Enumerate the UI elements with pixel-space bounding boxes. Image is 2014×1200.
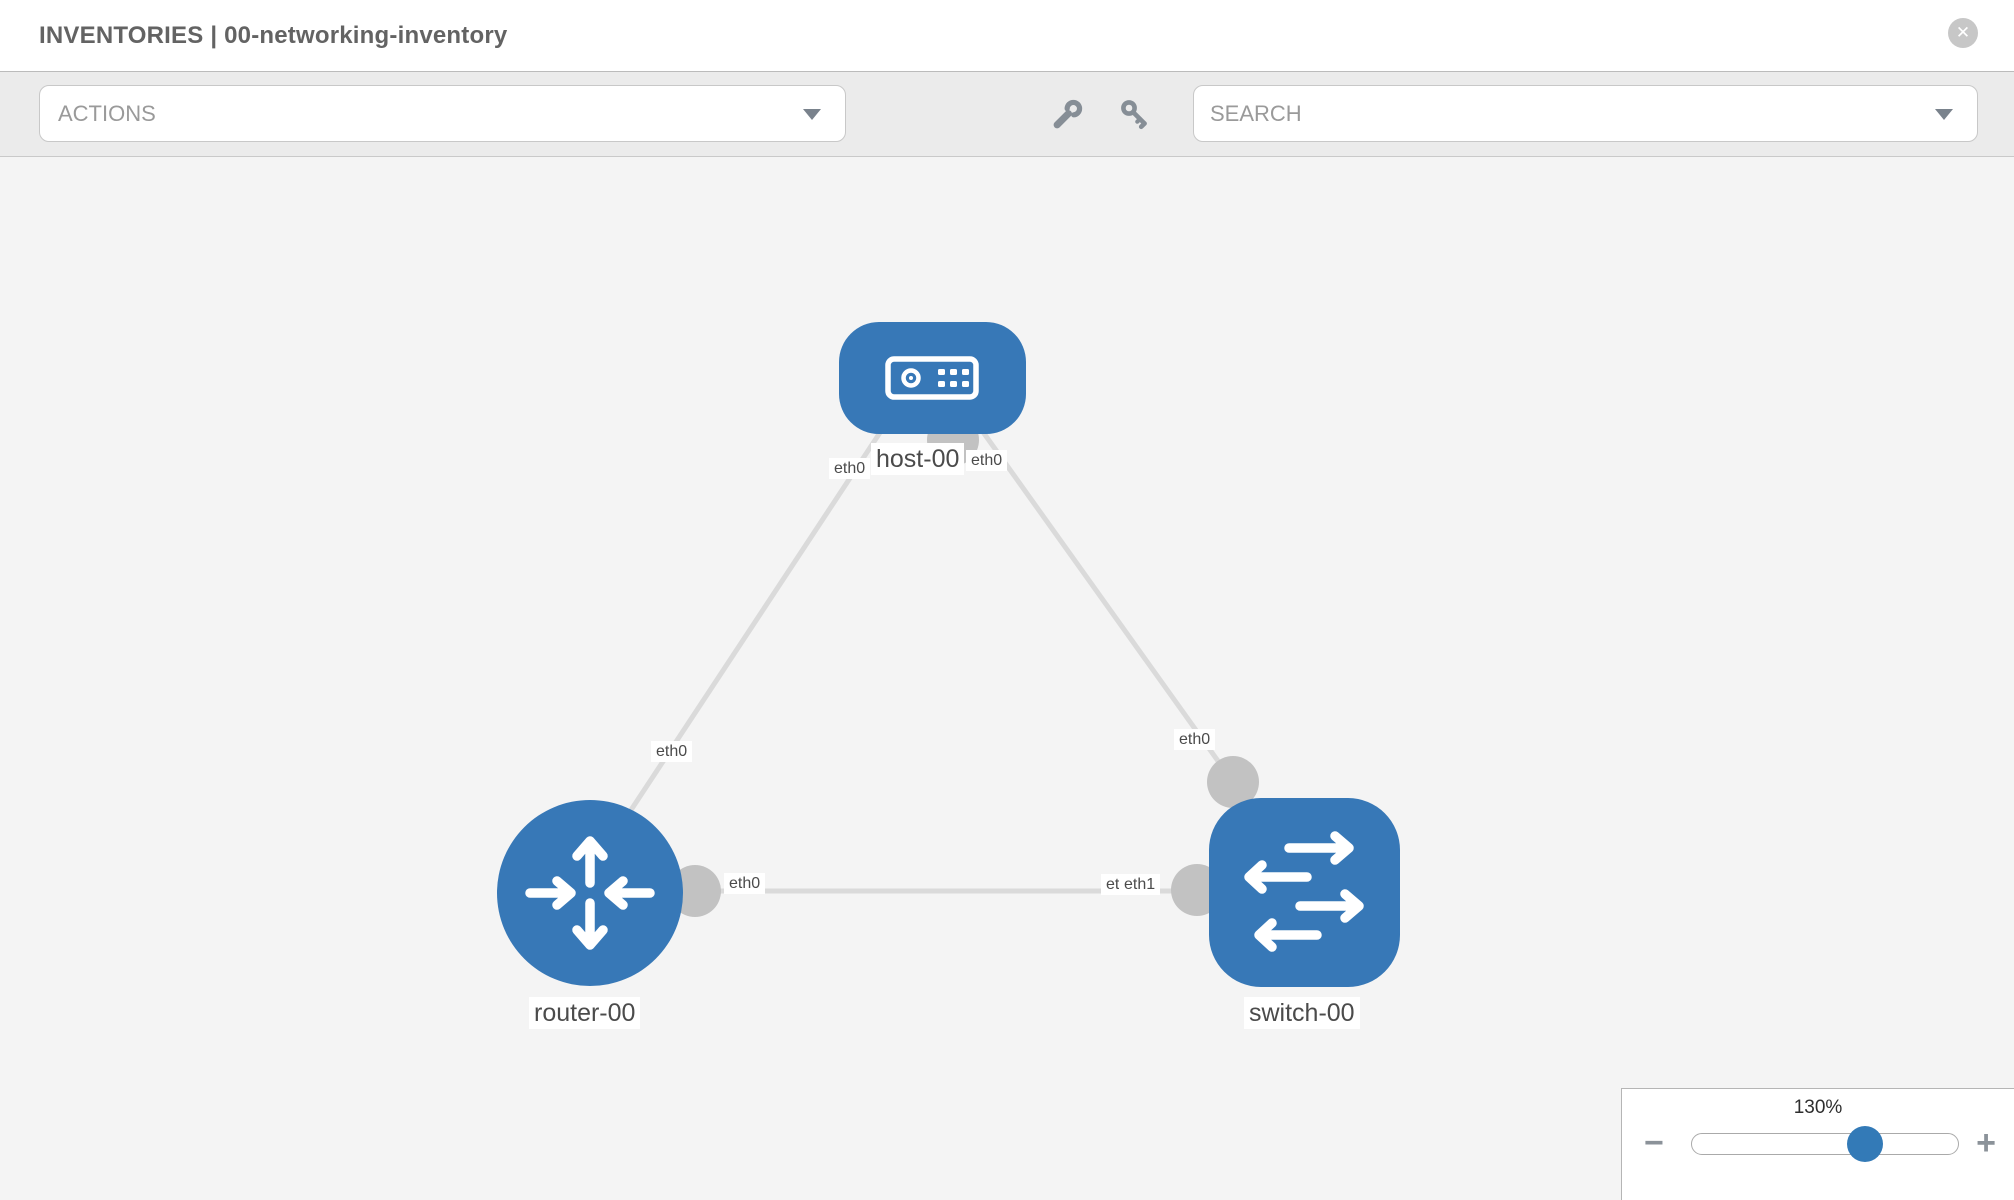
interface-label: eth0 <box>724 873 766 895</box>
page-title: INVENTORIES | 00-networking-inventory <box>39 22 508 49</box>
interface-connector[interactable] <box>1207 756 1259 808</box>
node-label: router-00 <box>529 997 641 1029</box>
node-label: host-00 <box>871 443 965 475</box>
zoom-slider-thumb[interactable] <box>1847 1126 1883 1162</box>
actions-dropdown[interactable]: ACTIONS <box>39 85 846 142</box>
server-icon <box>885 356 979 400</box>
switch-icon <box>1244 831 1364 952</box>
topology-canvas[interactable]: eth0host-00eth0eth0eth0eth0eth0eth1route… <box>0 157 2014 1200</box>
interface-label: eth0 <box>651 741 693 763</box>
topology-svg <box>497 322 1400 987</box>
zoom-in-button[interactable]: + <box>1976 1124 1996 1162</box>
chevron-down-icon <box>803 108 821 120</box>
key-icon[interactable] <box>1117 97 1153 133</box>
interface-label: eth0 <box>966 450 1008 472</box>
close-icon[interactable]: ✕ <box>1948 18 1978 48</box>
wrench-icon[interactable] <box>1049 97 1085 133</box>
node-host-00[interactable] <box>839 322 1026 434</box>
interface-label: eth1 <box>1119 874 1161 896</box>
zoom-out-button[interactable]: − <box>1644 1124 1664 1162</box>
router-icon <box>525 836 655 950</box>
toolbar: ACTIONS <box>0 72 2014 157</box>
page-header: INVENTORIES | 00-networking-inventory ✕ <box>0 0 2014 72</box>
zoom-slider-track[interactable] <box>1691 1133 1959 1155</box>
actions-dropdown-label: ACTIONS <box>58 100 156 126</box>
zoom-level-value: 130% <box>1793 1097 1843 1118</box>
chevron-down-icon <box>1935 108 1953 120</box>
interface-label: eth0 <box>829 458 871 480</box>
node-switch-00[interactable] <box>1209 798 1400 987</box>
link-host-00-switch-00[interactable] <box>975 423 1236 784</box>
node-label: switch-00 <box>1244 997 1360 1029</box>
node-router-00[interactable] <box>497 800 683 986</box>
search-input[interactable] <box>1194 86 1977 141</box>
link-host-00-router-00[interactable] <box>597 423 888 859</box>
zoom-panel: 130% − + <box>1621 1088 2014 1200</box>
search-box <box>1193 85 1978 142</box>
interface-label: eth0 <box>1174 729 1216 751</box>
